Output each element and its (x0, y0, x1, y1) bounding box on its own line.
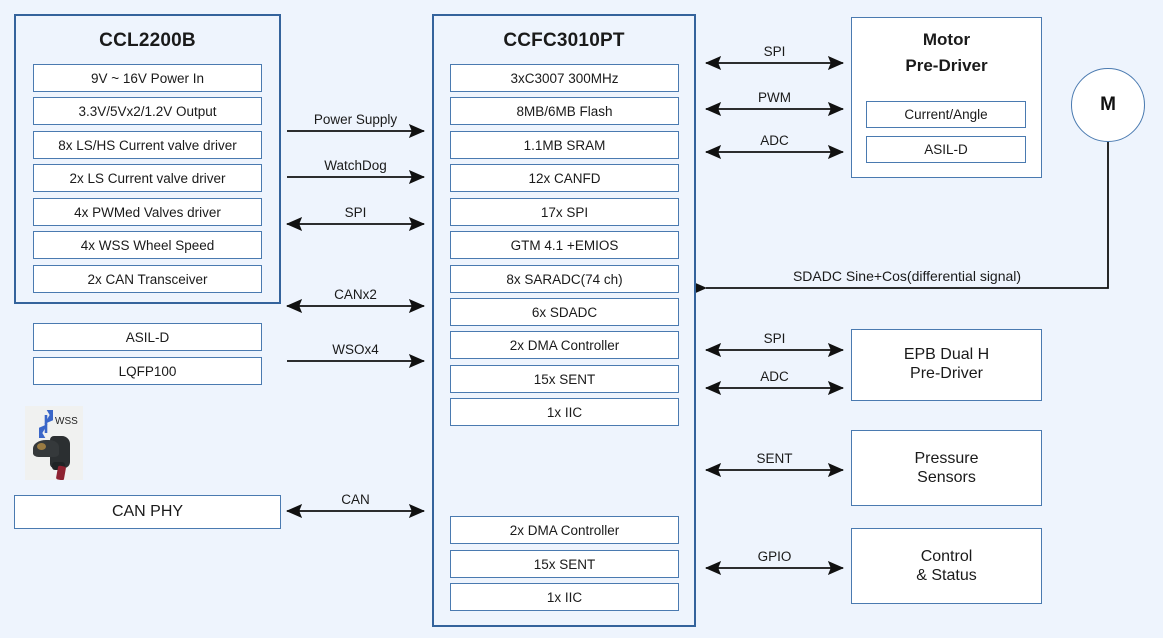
ccfc-row-9: 15x SENT (450, 365, 679, 393)
epb-title-line1: EPB Dual H (903, 346, 990, 363)
ccl-row-1: 3.3V/5Vx2/1.2V Output (33, 97, 262, 125)
panel-ccl2200b (14, 14, 281, 304)
ccfc-row-0: 3xC3007 300MHz (450, 64, 679, 92)
panel-ccl2200b-title: CCL2200B (99, 30, 196, 51)
ccfc-row-lower-1: 15x SENT (450, 550, 679, 578)
motor-pre-driver-title-line1: Motor (922, 30, 971, 49)
ccfc-row-8: 2x DMA Controller (450, 331, 679, 359)
conn-label-spi-epb: SPI (763, 331, 786, 346)
conn-label-gpio-control: GPIO (757, 549, 792, 564)
ccfc-row-10: 1x IIC (450, 398, 679, 426)
pressure-title-line2: Sensors (917, 469, 976, 486)
motor-pre-driver-title-line2: Pre-Driver (905, 56, 988, 75)
block-epb-dual-h-pre-driver (851, 329, 1042, 401)
wss-sensor-eye (37, 443, 46, 450)
control-title-line2: & Status (916, 567, 977, 584)
ccl-row-6: 2x CAN Transceiver (33, 265, 262, 293)
conn-label-spi-motor: SPI (763, 44, 786, 59)
ccl-row-0: 9V ~ 16V Power In (33, 64, 262, 92)
ccfc-row-5: GTM 4.1 +EMIOS (450, 231, 679, 259)
conn-label-sent-pressure: SENT (756, 451, 793, 466)
wss-sensor-photo: WSS (25, 406, 83, 480)
conn-label-can: CAN (341, 492, 370, 507)
block-pressure-sensors (851, 430, 1042, 506)
control-title-line1: Control (920, 548, 973, 565)
conn-label-power-supply: Power Supply (313, 112, 398, 127)
ccl-row-5: 4x WSS Wheel Speed (33, 231, 262, 259)
conn-label-canx2: CANx2 (334, 287, 377, 302)
ccfc-row-1: 8MB/6MB Flash (450, 97, 679, 125)
ccfc-row-4: 17x SPI (450, 198, 679, 226)
ccfc-row-7: 6x SDADC (450, 298, 679, 326)
wss-label: WSS (55, 416, 78, 427)
panel-ccfc3010pt-title: CCFC3010PT (503, 30, 625, 51)
motor-pre-driver-sub-asil-d: ASIL-D (866, 136, 1026, 163)
ccfc-row-lower-2: 1x IIC (450, 583, 679, 611)
can-phy-block: CAN PHY (14, 495, 281, 529)
conn-label-sdadc: SDADC Sine+Cos(differential signal) (792, 268, 1022, 284)
motor-pre-driver-sub-current-angle: Current/Angle (866, 101, 1026, 128)
ccfc-row-3: 12x CANFD (450, 164, 679, 192)
ccfc-row-lower-0: 2x DMA Controller (450, 516, 679, 544)
wss-double-arrow-icon (39, 410, 53, 438)
motor-symbol: M (1071, 68, 1145, 142)
ccl-row-4: 4x PWMed Valves driver (33, 198, 262, 226)
epb-title-line2: Pre-Driver (910, 365, 983, 382)
block-control-and-status (851, 528, 1042, 604)
ccl-row-asil-d: ASIL-D (33, 323, 262, 351)
ccl-row-lqfp100: LQFP100 (33, 357, 262, 385)
ccfc-row-2: 1.1MB SRAM (450, 131, 679, 159)
wss-sensor-cable (55, 465, 67, 480)
conn-label-adc-motor: ADC (760, 133, 789, 148)
conn-label-spi-left: SPI (344, 205, 367, 220)
ccl-row-2: 8x LS/HS Current valve driver (33, 131, 262, 159)
conn-label-watchdog: WatchDog (324, 158, 387, 173)
ccl-row-3: 2x LS Current valve driver (33, 164, 262, 192)
pressure-title-line1: Pressure (914, 450, 979, 467)
ccfc-row-6: 8x SARADC(74 ch) (450, 265, 679, 293)
conn-label-wsox4: WSOx4 (332, 342, 379, 357)
conn-label-pwm-motor: PWM (758, 90, 791, 105)
conn-label-adc-epb: ADC (760, 369, 789, 384)
